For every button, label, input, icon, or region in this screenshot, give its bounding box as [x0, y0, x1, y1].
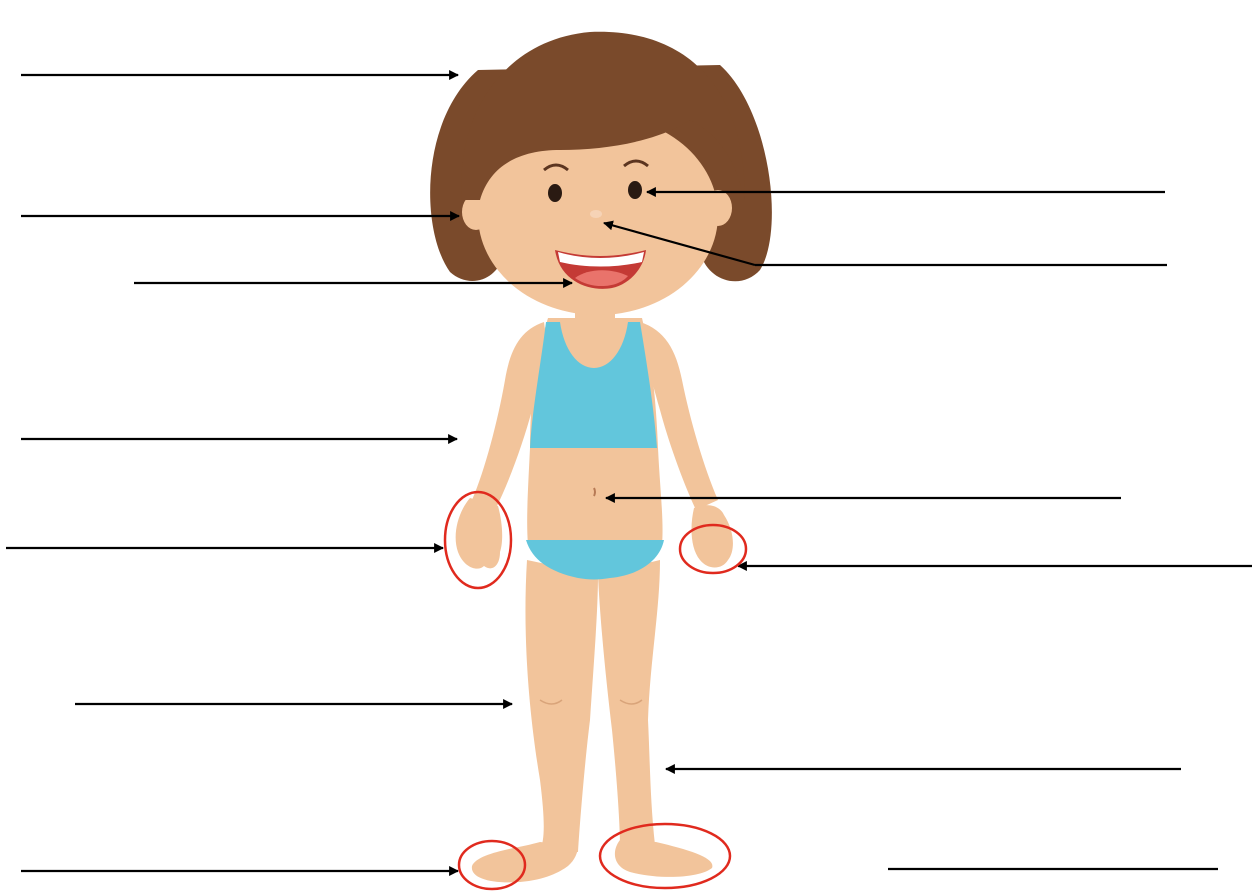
nose — [590, 210, 602, 218]
right-hand-shape — [692, 505, 733, 567]
girl-illustration — [430, 32, 772, 883]
left-leg — [525, 560, 598, 852]
left-hand-shape — [456, 498, 503, 569]
right-eye — [628, 181, 642, 199]
right-foot — [615, 840, 713, 877]
right-leg — [598, 560, 660, 845]
belly-button — [594, 488, 595, 496]
left-eye — [548, 184, 562, 202]
